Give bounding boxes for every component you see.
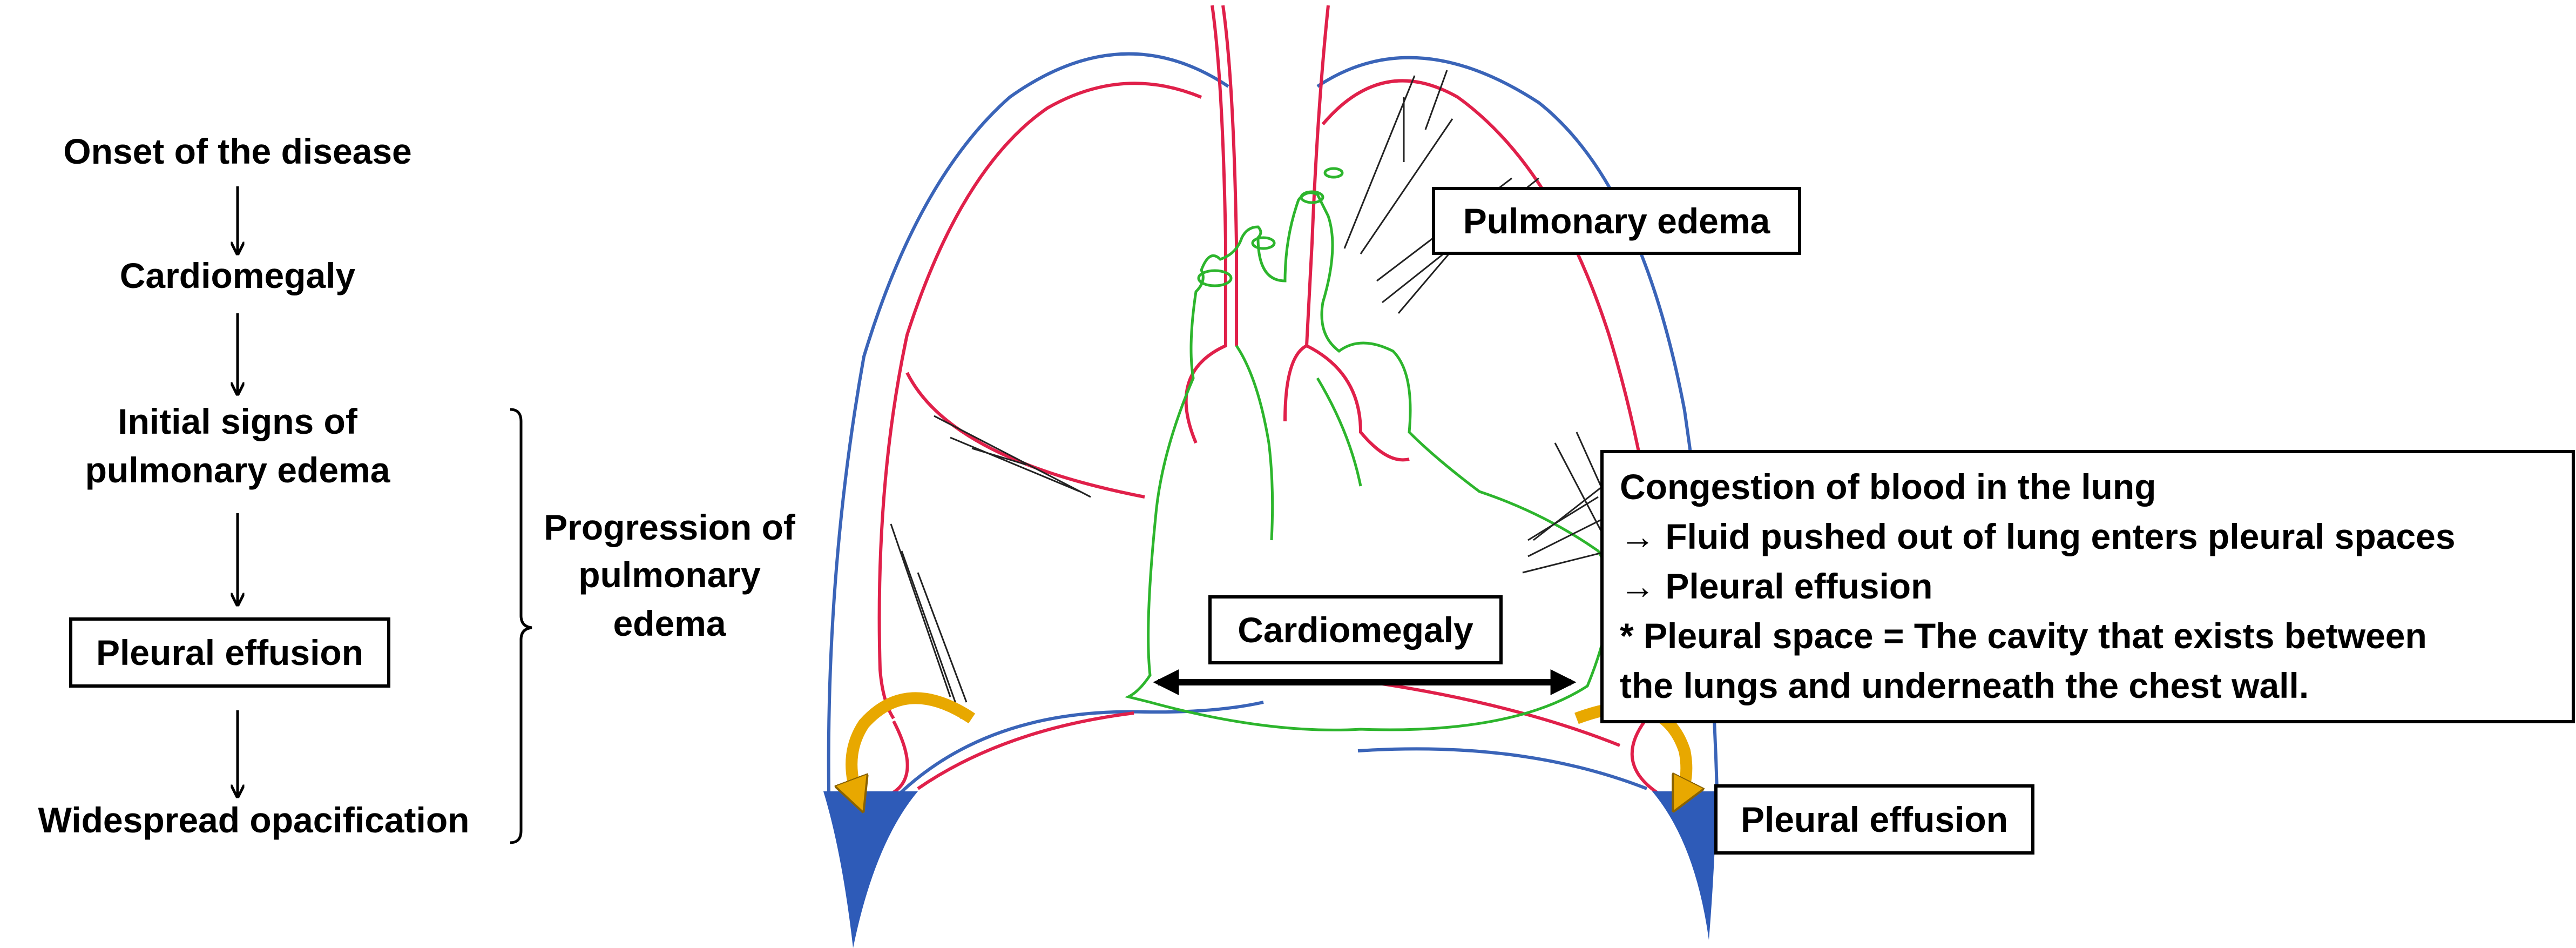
heart-outline — [1124, 167, 1611, 731]
progression-line3: edema — [613, 603, 726, 643]
info-line-1: Congestion of blood in the lung — [1620, 467, 2156, 507]
info-line-2: → Fluid pushed out of lung enters pleura… — [1620, 516, 2456, 556]
cardiomegaly-label: Cardiomegaly — [1208, 595, 1503, 664]
congestion-info-box: Congestion of blood in the lung → Fluid … — [1600, 450, 2575, 723]
progression-line1: Progression of — [544, 507, 795, 547]
info-line-5: the lungs and underneath the chest wall. — [1620, 665, 2309, 705]
flow-step-opacification: Widespread opacification — [38, 800, 470, 840]
flow-step-initial-signs-line1: Initial signs of — [118, 401, 357, 441]
fluid-arrow-left — [851, 692, 976, 799]
left-pleural-fluid — [823, 791, 918, 948]
pulmonary-edema-label: Pulmonary edema — [1432, 187, 1801, 255]
progression-bracket — [510, 408, 532, 844]
flow-step-pleural-effusion: Pleural effusion — [69, 617, 390, 688]
right-pleural-fluid — [1652, 791, 1717, 940]
pleural-effusion-label: Pleural effusion — [1714, 784, 2034, 855]
flow-step-initial-signs-line2: pulmonary edema — [85, 450, 390, 490]
flow-step-cardiomegaly: Cardiomegaly — [119, 256, 356, 295]
info-line-4: * Pleural space = The cavity that exists… — [1620, 616, 2427, 656]
flow-step-onset: Onset of the disease — [63, 131, 412, 171]
progression-line2: pulmonary — [578, 555, 761, 595]
info-line-3: → Pleural effusion — [1620, 566, 1933, 606]
